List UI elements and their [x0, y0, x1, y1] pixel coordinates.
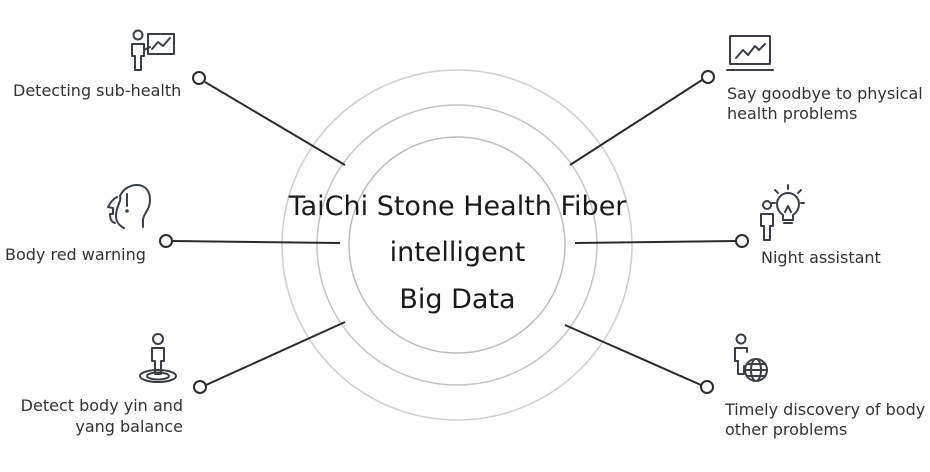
- label-goodbye-line1: Say goodbye to physical: [727, 84, 923, 103]
- label-yin-yang-line1: Detect body yin and: [20, 396, 183, 415]
- label-red-warning: Body red warning: [5, 245, 146, 264]
- person-globe-icon: [734, 333, 768, 382]
- endpoint-nodes: [159, 70, 749, 394]
- connector-timely: [564, 324, 702, 386]
- node-yin-yang: [193, 380, 207, 394]
- node-sub-health: [192, 71, 206, 85]
- ring-middle: [316, 104, 598, 386]
- connector-goodbye: [569, 79, 703, 166]
- center-title-line1: TaiChi Stone Health Fiber: [288, 191, 627, 222]
- ring-inner: [348, 136, 566, 354]
- label-sub-health: Detecting sub-health: [13, 81, 182, 100]
- person-lightbulb-icon: [760, 184, 805, 241]
- node-goodbye: [701, 70, 715, 84]
- center-title-line3: Big Data: [399, 284, 516, 315]
- label-night: Night assistant: [761, 248, 881, 267]
- node-night: [735, 234, 749, 248]
- connector-sub-health: [204, 81, 346, 166]
- label-yin-yang-line2: yang balance: [75, 417, 183, 436]
- node-red-warning: [159, 234, 173, 248]
- laptop-chart-icon: [726, 35, 774, 71]
- presentation-chart-person-icon: [131, 29, 175, 71]
- connector-night: [574, 240, 737, 244]
- connector-yin-yang: [205, 321, 346, 386]
- label-timely-line1: Timely discovery of body: [725, 400, 926, 419]
- concentric-rings: [281, 69, 633, 421]
- head-exclamation-icon: [107, 184, 151, 229]
- label-goodbye-line2: health problems: [727, 104, 858, 123]
- label-timely-line2: other problems: [725, 420, 848, 439]
- connectors: [171, 79, 737, 386]
- connector-red-warning: [171, 240, 341, 244]
- center-title-line2: intelligent: [389, 237, 526, 268]
- node-timely: [700, 380, 714, 394]
- ring-outer: [281, 69, 633, 421]
- person-on-target-icon: [139, 333, 177, 383]
